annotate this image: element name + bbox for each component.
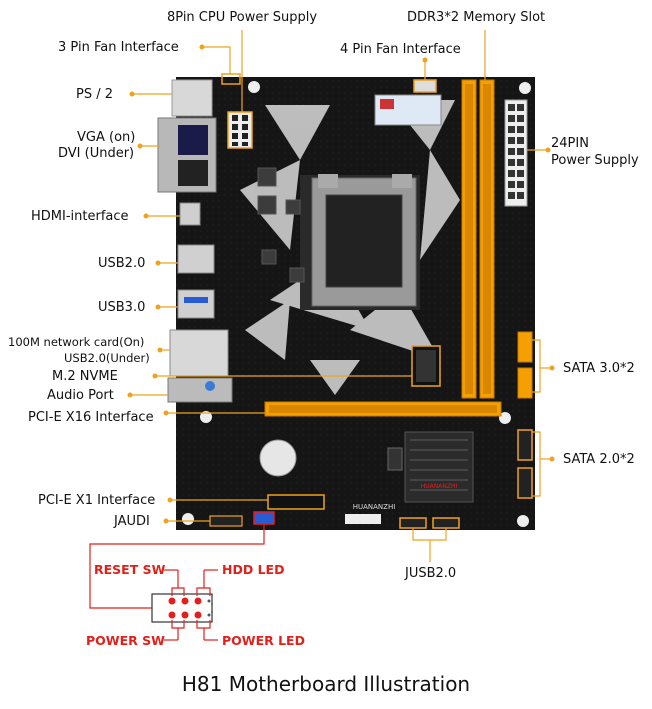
- label-fan3: 3 Pin Fan Interface: [58, 40, 179, 55]
- mount-hole: [200, 411, 212, 423]
- jusb-header-2: [432, 517, 460, 529]
- ps2-port: [171, 79, 213, 117]
- mount-hole: [499, 412, 511, 424]
- front-panel-header: [151, 593, 213, 623]
- board-brand: HUANANZHI: [353, 503, 396, 511]
- front-panel-pins: [168, 597, 202, 619]
- fan3-header: [221, 73, 241, 85]
- label-reset-sw: RESET SW: [94, 562, 166, 577]
- mount-hole: [517, 515, 529, 527]
- mount-hole: [248, 81, 260, 93]
- sata3-port-1: [517, 331, 533, 363]
- sata2-port-2: [517, 467, 533, 499]
- jaudi-header: [209, 515, 243, 527]
- label-pcie1: PCI-E X1 Interface: [38, 493, 156, 508]
- label-network: 100M network card(On): [8, 335, 145, 349]
- label-network-usb: USB2.0(Under): [64, 351, 150, 365]
- label-cpu-power: 8Pin CPU Power Supply: [167, 10, 318, 25]
- front-panel-header-board: [253, 511, 275, 525]
- cpu-power-connector: [227, 111, 253, 149]
- leader-lines: [130, 30, 552, 562]
- figure-caption: H81 Motherboard Illustration: [181, 672, 471, 696]
- label-hdmi: HDMI-interface: [31, 209, 129, 224]
- usb30-port: [177, 289, 215, 319]
- network-port: [169, 329, 229, 377]
- label-m2: M.2 NVME: [52, 369, 118, 384]
- label-usb20: USB2.0: [98, 256, 146, 271]
- label-jaudi: JAUDI: [114, 514, 150, 529]
- label-power-sw: POWER SW: [86, 633, 165, 648]
- label-hdd-led: HDD LED: [222, 562, 285, 577]
- bios-chip: [387, 447, 403, 471]
- label-usb30: USB3.0: [98, 300, 146, 315]
- cmos-battery: [259, 439, 297, 477]
- mount-hole: [182, 513, 194, 525]
- label-power-led: POWER LED: [222, 633, 305, 648]
- label-24pin-power: Power Supply: [551, 153, 639, 168]
- sata3-port-2: [517, 367, 533, 399]
- label-jusb: JUSB2.0: [405, 566, 457, 581]
- label-ddr3: DDR3*2 Memory Slot: [407, 10, 546, 25]
- usb20-port: [177, 244, 215, 274]
- label-vga: VGA (on): [77, 130, 136, 145]
- jusb-header-1: [399, 517, 427, 529]
- chipset-heatsink: [404, 431, 474, 503]
- label-24pin: 24PIN: [551, 136, 589, 151]
- com-header: [345, 514, 381, 524]
- front-panel-diagram: [89, 524, 265, 641]
- label-pcie16: PCI-E X16 Interface: [28, 410, 154, 425]
- pcie-x1-slot: [267, 494, 325, 510]
- label-sata2: SATA 2.0*2: [563, 452, 635, 467]
- label-ps2: PS / 2: [76, 87, 114, 102]
- audio-port: [167, 377, 233, 403]
- label-dvi: DVI (Under): [58, 146, 135, 161]
- label-sata3: SATA 3.0*2: [563, 361, 635, 376]
- heatsink-brand: HUANANZHI: [421, 483, 458, 490]
- sata2-port-1: [517, 429, 533, 461]
- label-audio: Audio Port: [47, 388, 114, 403]
- fan4-header: [413, 79, 437, 93]
- cpu-socket: [325, 194, 403, 288]
- hdmi-port: [179, 202, 201, 226]
- label-fan4: 4 Pin Fan Interface: [340, 42, 461, 57]
- mount-hole: [519, 82, 531, 94]
